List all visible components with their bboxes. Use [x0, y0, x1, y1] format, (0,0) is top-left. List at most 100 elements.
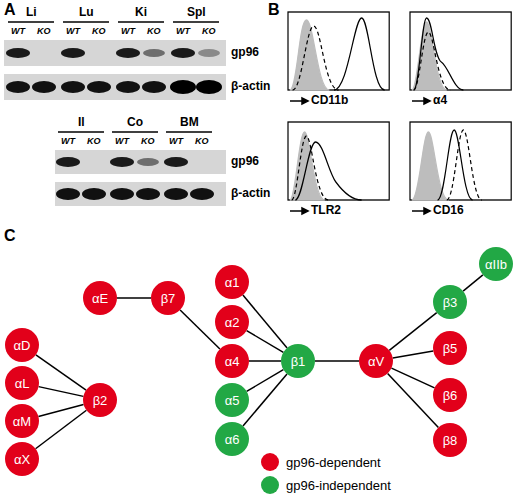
histogram — [288, 12, 389, 90]
node-label: β6 — [443, 389, 458, 402]
node-label: αD — [14, 339, 31, 352]
connector — [36, 355, 86, 390]
label: BM — [180, 116, 199, 129]
connector — [247, 331, 284, 353]
integrin-circle: αM — [5, 404, 39, 438]
label: Li — [26, 6, 37, 19]
label: KO — [202, 27, 216, 37]
label: KO — [92, 27, 106, 37]
legend-text: gp96-independent — [286, 478, 391, 493]
integrin-circle: αD — [5, 328, 39, 362]
node-label: αE — [92, 292, 108, 305]
label: β-actin — [231, 80, 270, 93]
histogram — [410, 122, 511, 200]
node-label: αM — [13, 415, 31, 428]
legend-item: gp96-dependent — [261, 453, 381, 471]
label: KO — [37, 27, 51, 37]
label: gp96 — [231, 46, 259, 59]
connector — [393, 351, 434, 358]
integrin-circle: β5 — [433, 331, 467, 365]
connector — [249, 360, 281, 362]
integrin-circle: α4 — [215, 344, 249, 378]
node-label: β3 — [443, 296, 458, 309]
label: B — [268, 1, 280, 19]
node-label: α1 — [225, 276, 240, 289]
connector — [243, 295, 287, 348]
label: KO — [147, 27, 161, 37]
connector — [36, 410, 87, 448]
integrin-circle: α2 — [215, 305, 249, 339]
node-label: β2 — [93, 394, 108, 407]
label: β-actin — [231, 187, 270, 200]
node-label: β7 — [161, 292, 176, 305]
node-label: β5 — [443, 342, 458, 355]
integrin-circle: αL — [5, 366, 39, 400]
label: WT — [121, 27, 135, 37]
node-label: α6 — [225, 433, 240, 446]
connector — [389, 313, 436, 351]
node-label: β8 — [443, 434, 458, 447]
connector — [463, 275, 483, 291]
integrin-circle: αX — [5, 442, 39, 476]
integrin-circle: α1 — [215, 265, 249, 299]
node-label: β1 — [291, 355, 306, 368]
integrin-circle: αV — [359, 344, 393, 378]
connector — [39, 387, 84, 397]
label: WT — [176, 27, 190, 37]
integrin-circle: β8 — [433, 423, 467, 457]
label: TLR2 — [311, 204, 341, 217]
label: Ki — [135, 6, 147, 19]
legend-item: gp96-independent — [261, 476, 391, 494]
integrin-circle: α6 — [215, 422, 249, 456]
connector — [38, 404, 83, 416]
label: KO — [141, 137, 155, 147]
integrin-circle: α5 — [215, 383, 249, 417]
label: C — [4, 227, 16, 245]
label: Spl — [187, 6, 206, 19]
integrin-circle: αIIb — [479, 247, 513, 281]
node-label: αIIb — [485, 258, 507, 271]
label: WT — [11, 27, 25, 37]
node-label: α4 — [225, 355, 240, 368]
legend-swatch — [261, 453, 279, 471]
legend-swatch — [261, 476, 279, 494]
connector — [243, 374, 287, 426]
label: WT — [61, 137, 75, 147]
label: Il — [78, 116, 85, 129]
label: α4 — [433, 94, 447, 107]
integrin-circle: β6 — [433, 378, 467, 412]
connector — [388, 373, 439, 427]
node-label: α5 — [225, 394, 240, 407]
blot-top — [4, 40, 226, 100]
integrin-circle: αE — [83, 281, 117, 315]
blot-bottom — [55, 150, 226, 206]
legend-text: gp96-dependent — [286, 455, 381, 470]
histogram — [410, 12, 511, 90]
label: KO — [87, 137, 101, 147]
node-label: αL — [15, 377, 30, 390]
integrin-circle: β7 — [151, 281, 185, 315]
integrin-circle: β1 — [281, 344, 315, 378]
label: Co — [127, 116, 143, 129]
histogram — [288, 122, 389, 200]
connector — [315, 360, 359, 362]
label: CD11b — [311, 94, 348, 107]
label: WT — [66, 27, 80, 37]
label: WT — [169, 137, 183, 147]
label: Lu — [79, 6, 94, 19]
label: CD16 — [433, 204, 464, 217]
connector — [117, 297, 151, 299]
connector — [180, 310, 220, 349]
node-label: αV — [368, 355, 384, 368]
integrin-circle: β3 — [433, 285, 467, 319]
axis-arrow — [290, 98, 430, 214]
label: gp96 — [231, 155, 259, 168]
integrin-circle: β2 — [83, 383, 117, 417]
label: WT — [115, 137, 129, 147]
connector — [247, 370, 284, 392]
node-label: αX — [14, 453, 30, 466]
label: KO — [195, 137, 209, 147]
